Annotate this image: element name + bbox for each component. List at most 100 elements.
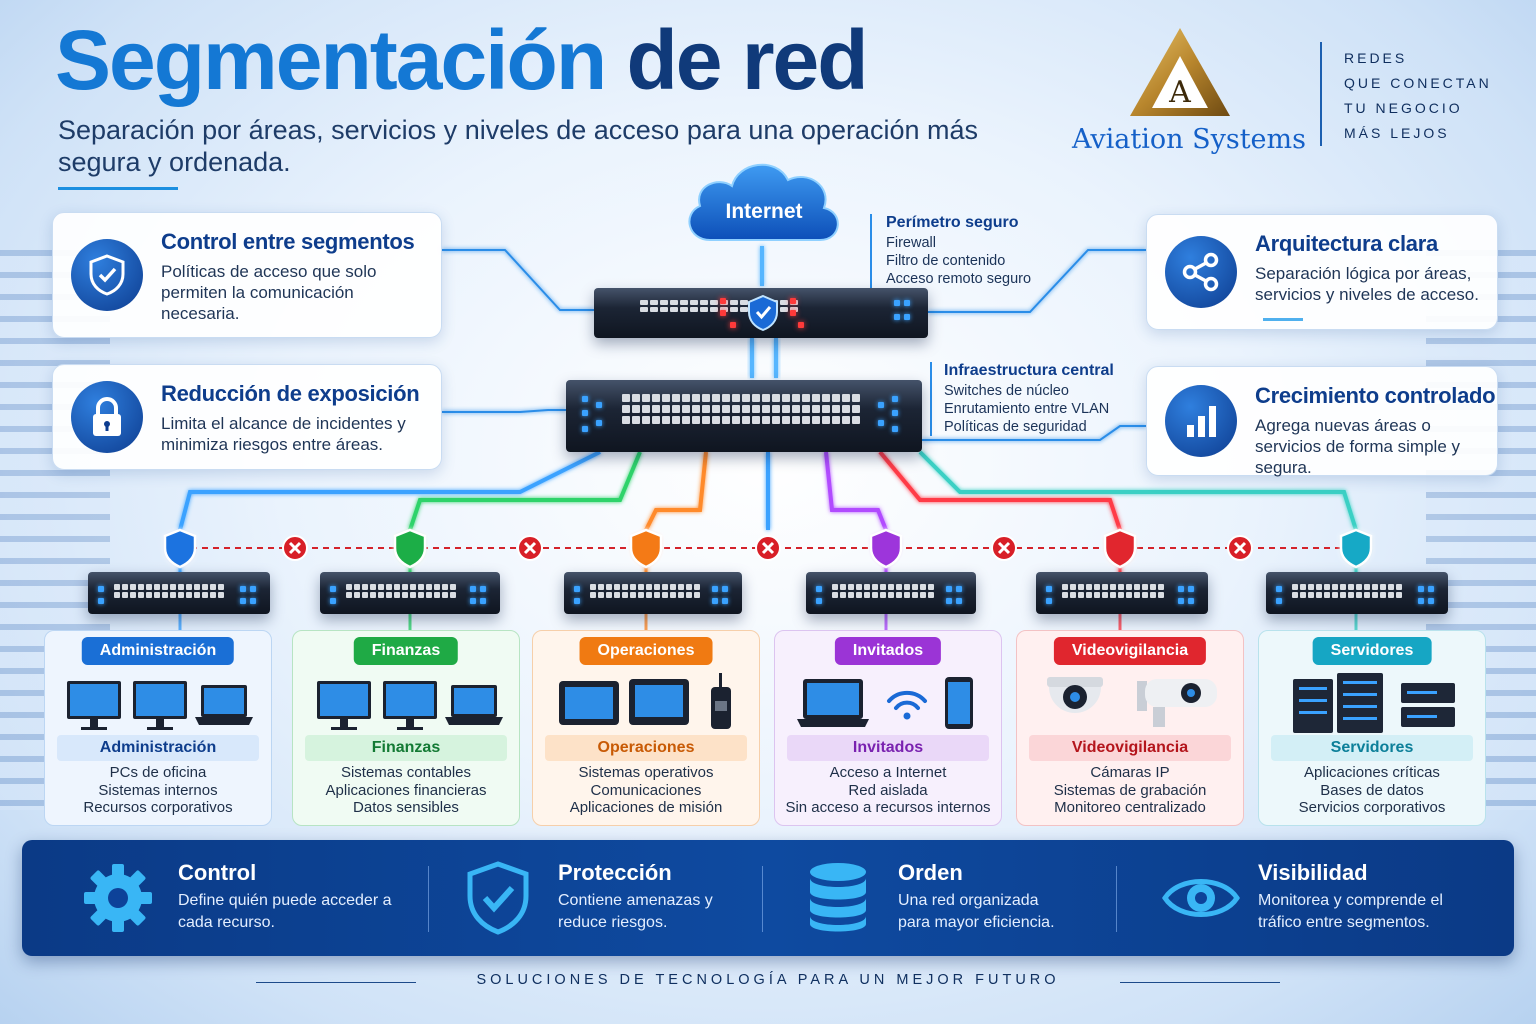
benefit-title: Orden — [898, 860, 963, 885]
banner-divider — [1116, 866, 1117, 932]
card-text: Agrega nuevas áreas o servicios de forma… — [1255, 416, 1461, 477]
tagline-line: TU NEGOCIO — [1344, 100, 1463, 116]
status-led — [470, 598, 476, 604]
gear-icon — [84, 864, 152, 932]
shield-icon-videovigilancia — [1103, 528, 1137, 569]
branch-line-videovigilancia — [878, 450, 1122, 531]
perimeter-title: Perímetro seguro — [886, 214, 1019, 231]
zone-line: Sistemas internos — [98, 781, 218, 799]
perimeter-label: Perímetro seguro Firewall Filtro de cont… — [870, 214, 1031, 288]
logo-letter: A — [1168, 75, 1191, 110]
zone-line: Sistemas operativos — [578, 764, 714, 781]
zone-line: PCs de oficina — [109, 764, 207, 781]
rugged-terminals-icon — [559, 673, 731, 729]
card-control-entre-segmentos: Control entre segmentos Políticas de acc… — [52, 212, 442, 338]
zone-description: Aplicaciones críticas Bases de datos Ser… — [1259, 764, 1485, 817]
status-led — [1178, 598, 1184, 604]
zone-servidores: Servidores Servidores Aplicaciones críti… — [1258, 630, 1486, 826]
infrastructure-label: Infraestructura central Switches de núcl… — [930, 362, 1114, 436]
benefits-banner: Control Define quién puede acceder a cad… — [22, 840, 1514, 956]
status-led — [956, 598, 962, 604]
benefit-orden: Orden Una red organizada para mayor efic… — [798, 840, 1118, 956]
title-rest: de red — [605, 13, 868, 107]
tagline-line: MÁS LEJOS — [1344, 125, 1450, 141]
zone-pill: Servidores — [1312, 637, 1432, 665]
branch-line-finanzas — [408, 451, 642, 531]
wifi-icon — [887, 690, 927, 710]
benefit-title: Visibilidad — [1258, 860, 1368, 885]
status-led — [712, 586, 718, 592]
card-text: Limita el alcance de incidentes y minimi… — [161, 414, 406, 454]
card-arquitectura-clara: Arquitectura clara Separación lógica por… — [1146, 214, 1498, 330]
footer-rule-left — [256, 982, 416, 983]
brand-logo-icon: A — [1130, 28, 1230, 116]
zone-line: Aplicaciones financieras — [325, 781, 487, 799]
tagline-divider — [1320, 42, 1322, 146]
zone-line: Servicios corporativos — [1298, 799, 1446, 816]
shield-check-icon — [71, 239, 143, 311]
zone-line: Aplicaciones de misión — [569, 799, 723, 816]
security-cameras-icon — [1047, 677, 1217, 727]
infrastructure-title: Infraestructura central — [944, 362, 1114, 379]
zone-line: Aplicaciones críticas — [1304, 764, 1440, 781]
zone-pill: Finanzas — [353, 637, 459, 665]
benefit-title: Control — [178, 860, 257, 885]
benefit-text: Monitorea y comprende el tráfico entre s… — [1258, 892, 1443, 931]
status-led — [816, 586, 822, 592]
status-led — [330, 598, 336, 604]
zone-invitados: Invitados Invitados Acceso a Internet Re… — [774, 630, 1002, 826]
brand-tagline: REDES QUE CONECTAN TU NEGOCIO MÁS LEJOS — [1344, 46, 1492, 146]
benefit-text: Contiene amenazas y reduce riesgos. — [558, 892, 713, 931]
shield-icon-servidores — [1339, 528, 1373, 569]
status-led — [470, 586, 476, 592]
server-racks-icon — [1293, 673, 1455, 733]
zone-line: Sistemas de grabación — [1053, 781, 1207, 799]
blocked-icon — [1227, 535, 1253, 561]
perimeter-item: Acceso remoto seguro — [886, 271, 1032, 287]
zone-line: Datos sensibles — [353, 799, 459, 816]
status-led — [1178, 586, 1184, 592]
card-title: Reducción de exposición — [161, 381, 420, 406]
firewall-shield-icon — [748, 294, 778, 332]
zone-pill: Videovigilancia — [1053, 637, 1207, 665]
status-led — [816, 598, 822, 604]
segment-switch-ports — [590, 584, 700, 598]
tagline-line: QUE CONECTAN — [1344, 75, 1492, 91]
branch-line-administracion — [178, 450, 601, 531]
zone-line: Recursos corporativos — [83, 799, 233, 816]
perimeter-item: Firewall — [886, 235, 936, 251]
status-led — [722, 598, 728, 604]
internet-cloud: Internet — [680, 152, 848, 246]
status-led — [250, 586, 256, 592]
zone-finanzas: Finanzas Finanzas Sistemas contables Apl… — [292, 630, 520, 826]
blocked-icon — [755, 535, 781, 561]
page-title: Segmentación de red — [55, 18, 869, 102]
segment-switch-operaciones — [564, 572, 742, 614]
status-led — [98, 598, 104, 604]
connector-line — [922, 425, 1146, 441]
zone-subtitle: Operaciones — [545, 735, 747, 761]
status-led — [712, 598, 718, 604]
bar-chart-icon — [1165, 385, 1237, 457]
card-underline — [1263, 318, 1303, 321]
segment-switch-finanzas — [320, 572, 500, 614]
core-switch-ports — [622, 394, 860, 424]
database-icon — [810, 863, 866, 932]
brand-name: Aviation Systems — [1072, 124, 1306, 155]
zone-videovigilancia: Videovigilancia Videovigilancia Cámaras … — [1016, 630, 1244, 826]
status-led — [330, 586, 336, 592]
status-led — [946, 598, 952, 604]
infrastructure-item: Switches de núcleo — [944, 383, 1069, 399]
segment-switch-administracion — [88, 572, 270, 614]
segment-switch-invitados — [806, 572, 976, 614]
shield-icon-operaciones — [629, 528, 663, 569]
branch-line-servidores — [918, 450, 1358, 531]
shield-icon-finanzas — [393, 528, 427, 569]
cloud-icon — [688, 163, 839, 241]
blocked-icon — [517, 535, 543, 561]
banner-divider — [428, 866, 429, 932]
zone-subtitle: Administración — [57, 735, 259, 761]
blocked-icon — [282, 535, 308, 561]
